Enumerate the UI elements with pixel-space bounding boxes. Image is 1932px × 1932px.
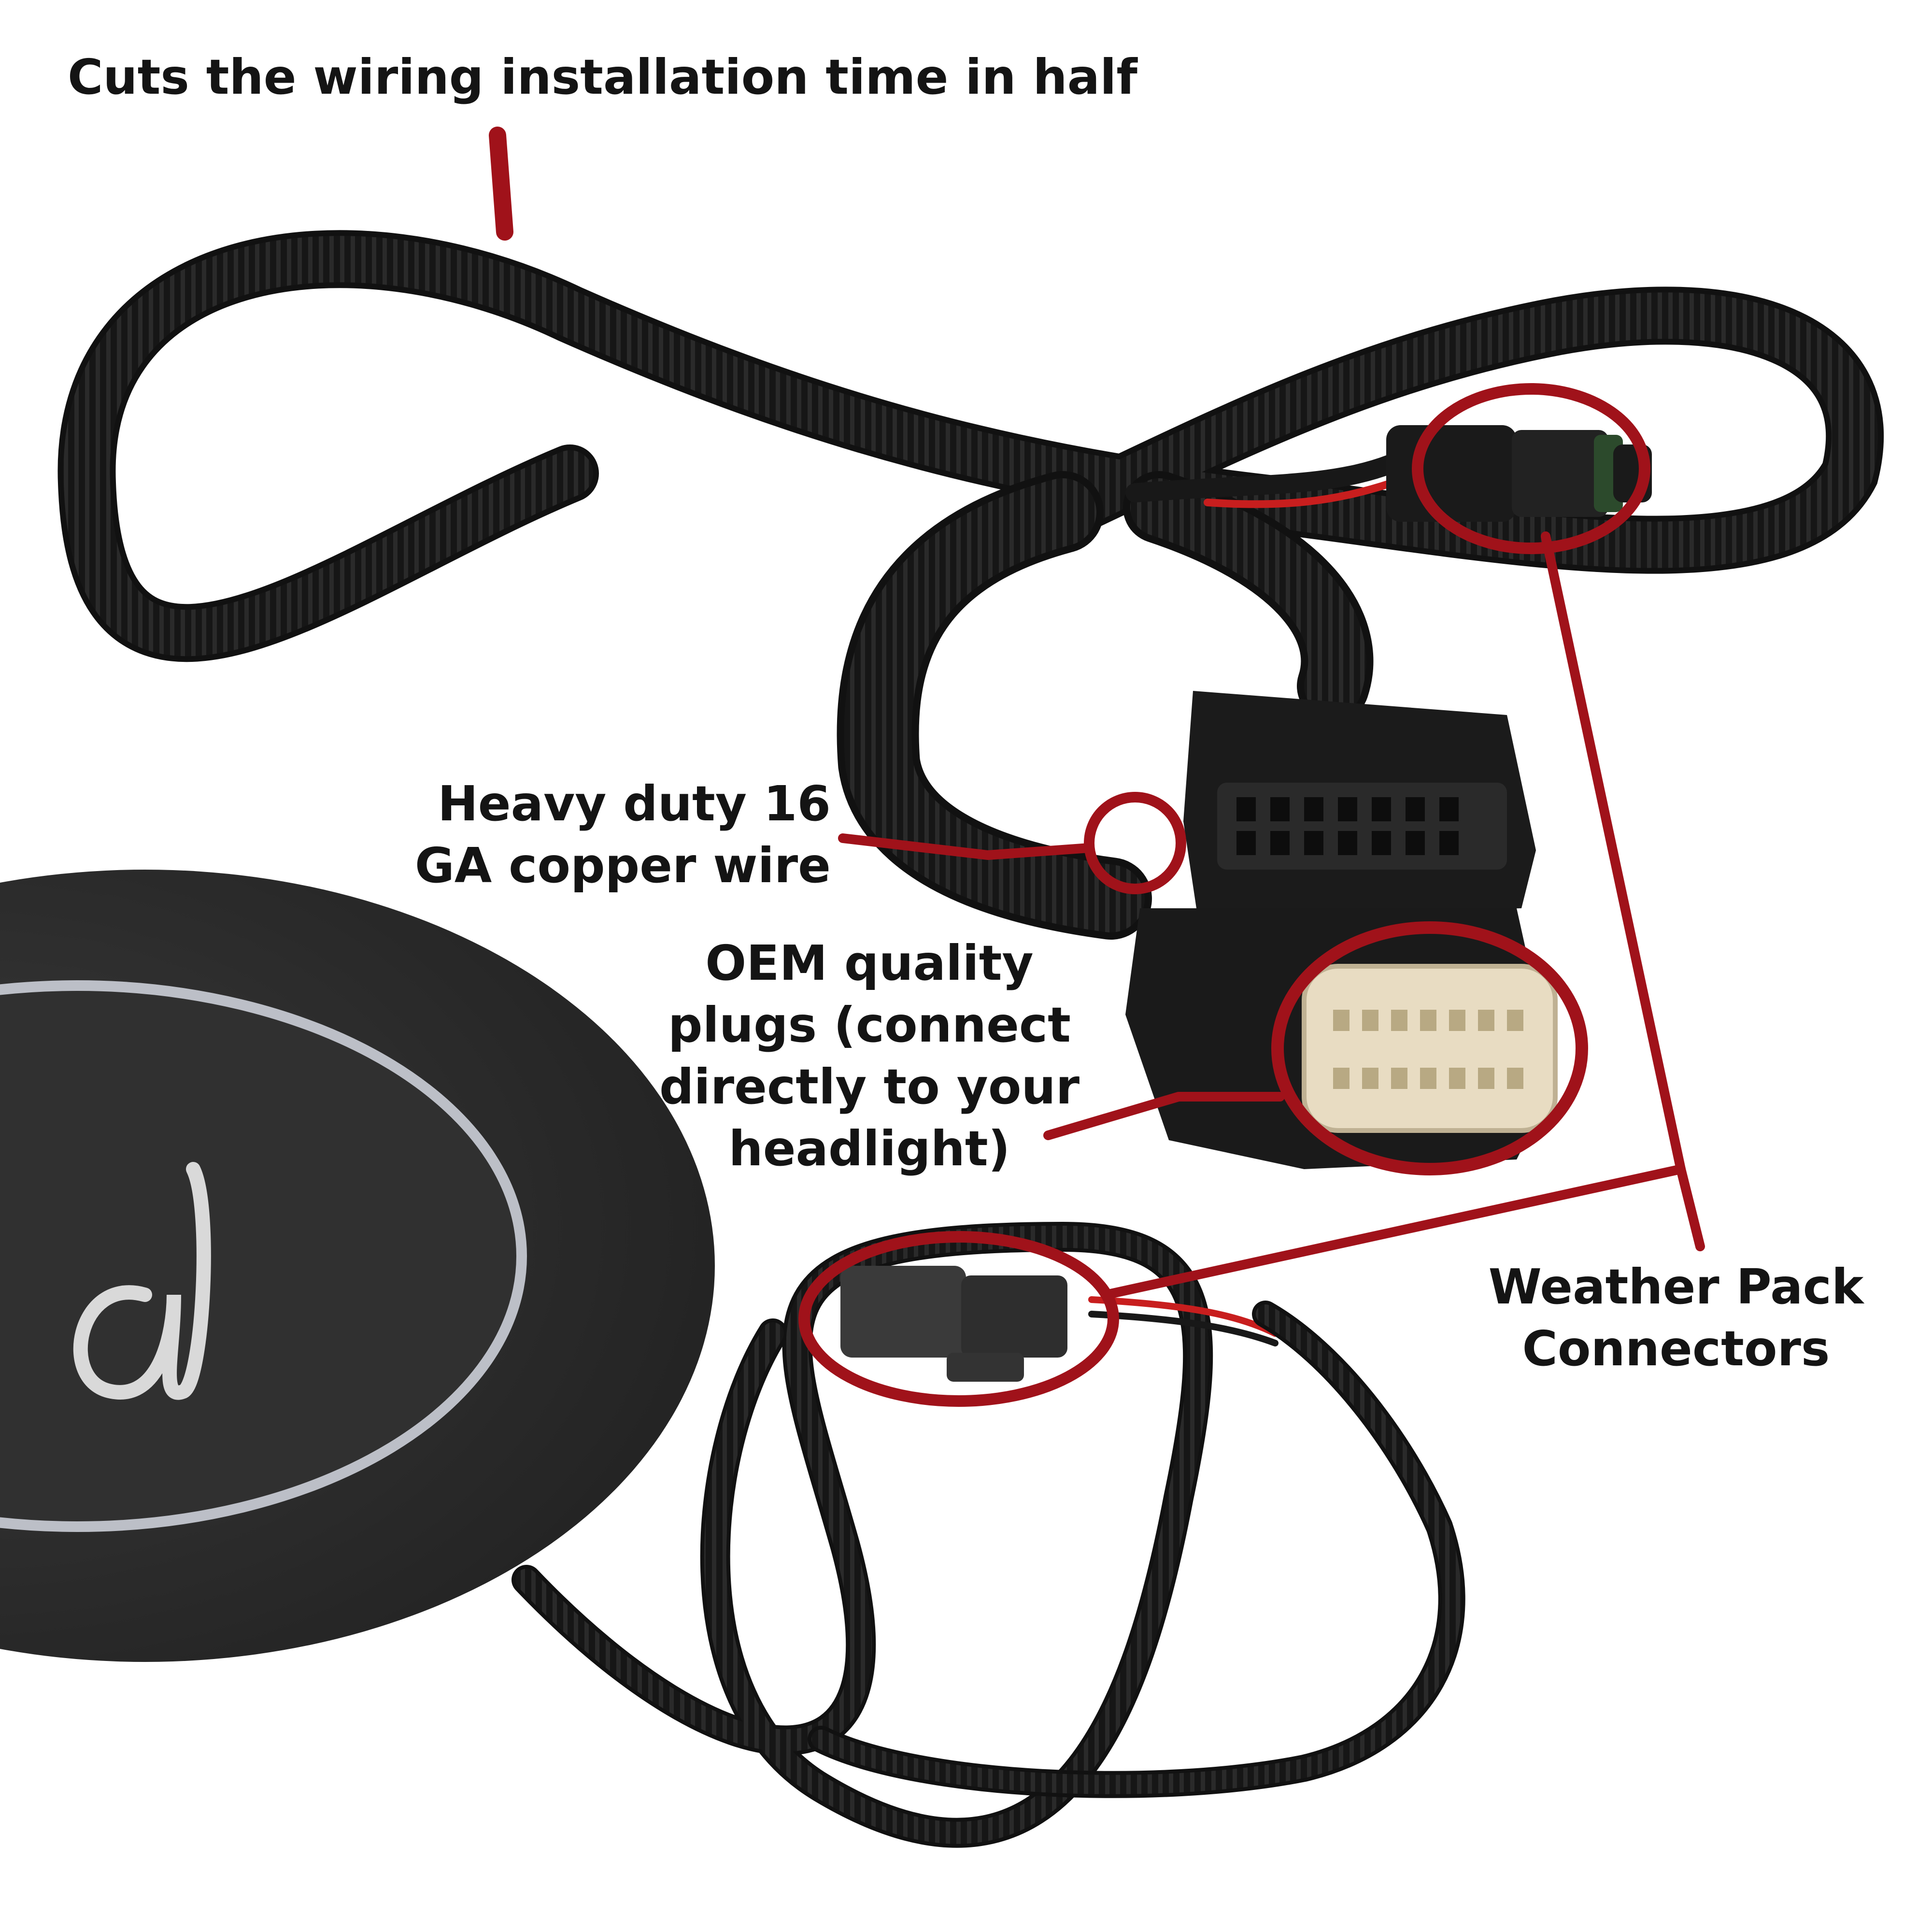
callout-oem-plugs-line: plugs (connect <box>668 997 1071 1053</box>
leader-line-weather-pack-lower <box>1101 1164 1686 1300</box>
emblem-oval <box>0 870 715 1662</box>
callout-copper-wire: Heavy duty 16 GA copper wire <box>396 773 831 897</box>
callout-copper-wire-line: Heavy duty 16 <box>438 775 831 832</box>
callout-oem-plugs-line: directly to your <box>659 1059 1080 1115</box>
leader-line-weather-pack <box>1541 531 1705 1251</box>
black-multipin-connector <box>1183 691 1536 918</box>
callout-oem-plugs-line: OEM quality <box>705 935 1034 991</box>
weather-pack-connector-lower <box>840 1266 1067 1382</box>
callout-weather-pack-line: Connectors <box>1522 1320 1830 1377</box>
main-harness-loop <box>57 230 1884 940</box>
callout-weather-pack: Weather Pack Connectors <box>1459 1256 1893 1380</box>
callout-oem-plugs: OEM quality plugs (connect directly to y… <box>628 932 1111 1180</box>
callout-copper-wire-line: GA copper wire <box>414 837 831 894</box>
ring-oem-plug <box>1271 921 1588 1175</box>
leader-line-top <box>489 127 513 241</box>
cream-oem-plug <box>1125 908 1558 1169</box>
callout-weather-pack-line: Weather Pack <box>1488 1259 1864 1315</box>
callout-markers <box>489 127 1705 1407</box>
leader-line-oem-plug <box>1043 1092 1285 1140</box>
emblem-script-letter <box>73 1162 211 1400</box>
ring-weather-pack-upper <box>1412 383 1650 554</box>
callout-installation-time: Cuts the wiring installation time in hal… <box>68 49 1137 105</box>
ring-weather-pack-lower <box>798 1231 1119 1407</box>
leader-line-copper-wire <box>838 833 1094 860</box>
callout-oem-plugs-line: headlight) <box>728 1120 1010 1177</box>
